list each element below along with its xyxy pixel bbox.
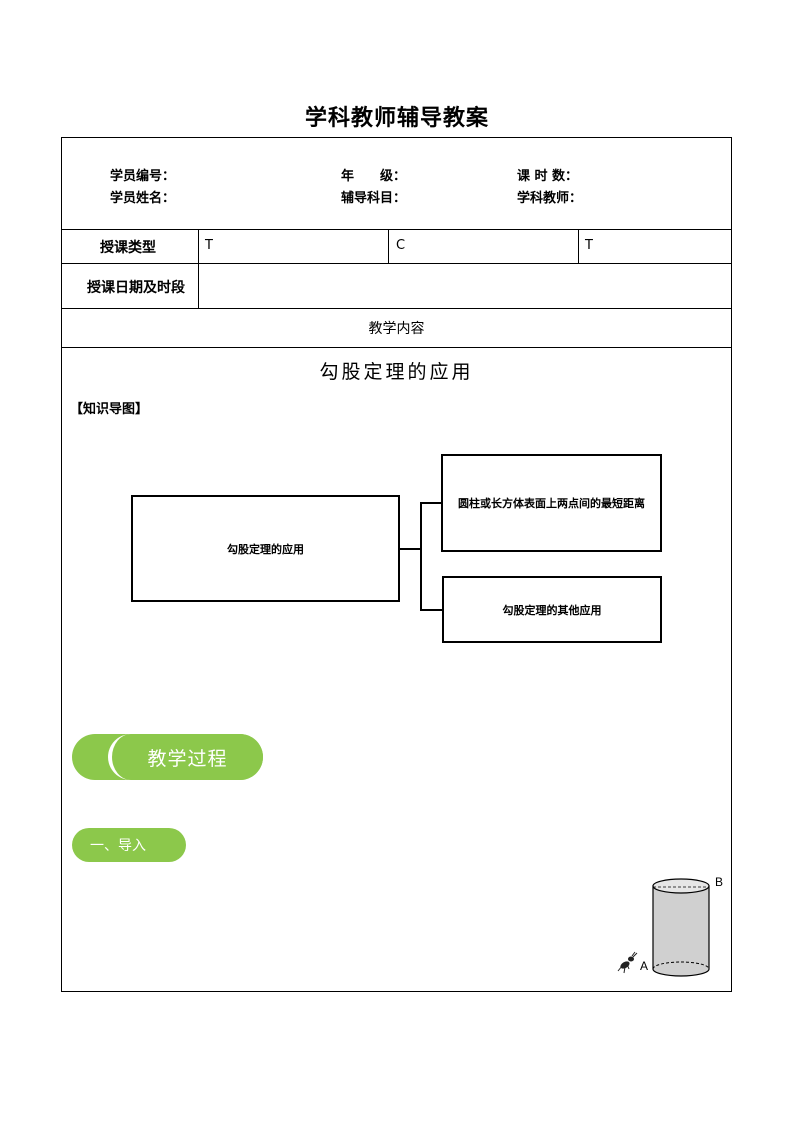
- lesson-type-c: C: [396, 238, 406, 253]
- column-divider: [578, 229, 579, 263]
- mindmap-branch-node-1: 圆柱或长方体表面上两点间的最短距离: [441, 454, 662, 552]
- cylinder-body: [652, 885, 710, 977]
- row-divider: [62, 308, 731, 309]
- teacher-label: 学科教师：: [517, 191, 583, 206]
- cylinder-top: [652, 878, 710, 894]
- point-b-label: B: [715, 875, 723, 889]
- teaching-content-label: 教学内容: [368, 321, 425, 337]
- cylinder-illustration: A B: [617, 875, 723, 977]
- class-hours-label: 课 时 数：: [517, 169, 579, 184]
- mindmap-root-node: 勾股定理的应用: [131, 495, 400, 602]
- subject-label: 辅导科目：: [341, 191, 407, 206]
- lesson-type-t1: T: [205, 238, 213, 253]
- lesson-plan-table: 学员编号： 年 级： 课 时 数： 学员姓名： 辅导科目： 学科教师： 授课类型…: [61, 137, 732, 992]
- mindmap-branch-node-2: 勾股定理的其他应用: [442, 576, 662, 643]
- mindmap-branch-label-2: 勾股定理的其他应用: [502, 603, 602, 617]
- grade-label: 年 级：: [341, 169, 407, 184]
- connector-line: [400, 548, 421, 550]
- student-name-label: 学员姓名：: [110, 191, 176, 206]
- connector-line: [420, 502, 441, 504]
- row-divider: [62, 229, 731, 230]
- connector-line: [420, 502, 422, 611]
- column-divider: [388, 229, 389, 263]
- row-divider: [62, 347, 731, 348]
- lesson-title: 勾股定理的应用: [319, 361, 474, 383]
- lesson-type-t2: T: [585, 238, 593, 253]
- ant-icon: [617, 951, 638, 974]
- lesson-date-label: 授课日期及时段: [87, 280, 185, 296]
- intro-badge: 一、导入: [72, 828, 186, 862]
- row-divider: [62, 263, 731, 264]
- column-divider: [198, 229, 199, 308]
- point-a-label: A: [640, 959, 648, 973]
- document-title: 学科教师辅导教案: [304, 105, 489, 131]
- connector-line: [420, 609, 442, 611]
- teaching-process-badge: 教学过程: [72, 734, 263, 780]
- cylinder-hidden-edge: [652, 961, 710, 970]
- mindmap-heading: 【知识导图】: [70, 402, 149, 417]
- mindmap-root-label: 勾股定理的应用: [227, 542, 304, 556]
- mindmap-branch-label-1: 圆柱或长方体表面上两点间的最短距离: [458, 497, 645, 510]
- teaching-process-label: 教学过程: [108, 734, 263, 780]
- lesson-type-label: 授课类型: [100, 240, 156, 256]
- student-id-label: 学员编号：: [110, 169, 176, 184]
